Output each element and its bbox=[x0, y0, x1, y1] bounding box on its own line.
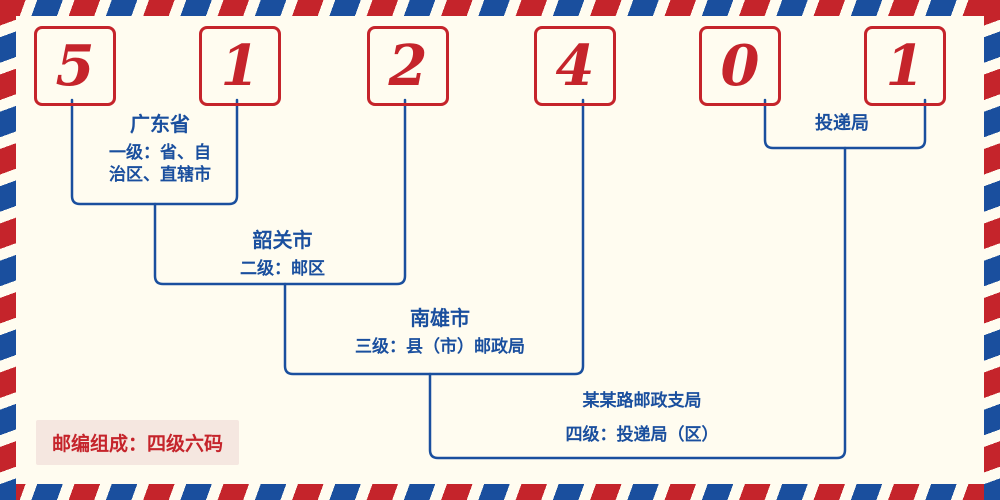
label-delivery: 投递局 bbox=[772, 110, 912, 140]
airmail-border-top bbox=[0, 0, 1000, 16]
level4-desc: 四级：投递局（区） bbox=[565, 425, 719, 444]
level1-desc-line1: 一级：省、自 bbox=[109, 143, 211, 162]
level3-desc: 三级：县（市）邮政局 bbox=[355, 337, 525, 356]
digit-3: 2 bbox=[388, 33, 428, 99]
delivery-name: 投递局 bbox=[815, 113, 869, 133]
digit-2: 1 bbox=[220, 33, 260, 99]
level1-name: 广东省 bbox=[130, 114, 190, 136]
digit-5: 0 bbox=[720, 33, 760, 99]
label-level3: 南雄市 三级：县（市）邮政局 bbox=[320, 306, 560, 358]
level3-name: 南雄市 bbox=[410, 308, 470, 330]
level2-name: 韶关市 bbox=[252, 230, 313, 252]
digit-box-2: 1 bbox=[199, 26, 281, 106]
level4-name: 某某路邮政支局 bbox=[582, 391, 702, 410]
digit-box-3: 2 bbox=[367, 26, 449, 106]
composition-note: 邮编组成：四级六码 bbox=[36, 420, 240, 465]
digit-1: 5 bbox=[55, 33, 95, 99]
label-level4: 某某路邮政支局 四级：投递局（区） bbox=[528, 390, 756, 446]
label-level1: 广东省 一级：省、自 治区、直辖市 bbox=[75, 112, 245, 186]
digit-box-6: 1 bbox=[864, 26, 946, 106]
digit-box-1: 5 bbox=[34, 26, 116, 106]
digit-box-5: 0 bbox=[699, 26, 781, 106]
label-level2: 韶关市 二级：邮区 bbox=[195, 228, 370, 280]
level2-desc: 二级：邮区 bbox=[240, 259, 325, 278]
airmail-border-bottom bbox=[0, 484, 1000, 500]
airmail-border-right bbox=[984, 0, 1000, 500]
digit-4: 4 bbox=[555, 33, 595, 99]
airmail-border-left bbox=[0, 0, 16, 500]
level1-desc-line2: 治区、直辖市 bbox=[109, 165, 211, 184]
digit-box-4: 4 bbox=[534, 26, 616, 106]
digit-6: 1 bbox=[885, 33, 925, 99]
